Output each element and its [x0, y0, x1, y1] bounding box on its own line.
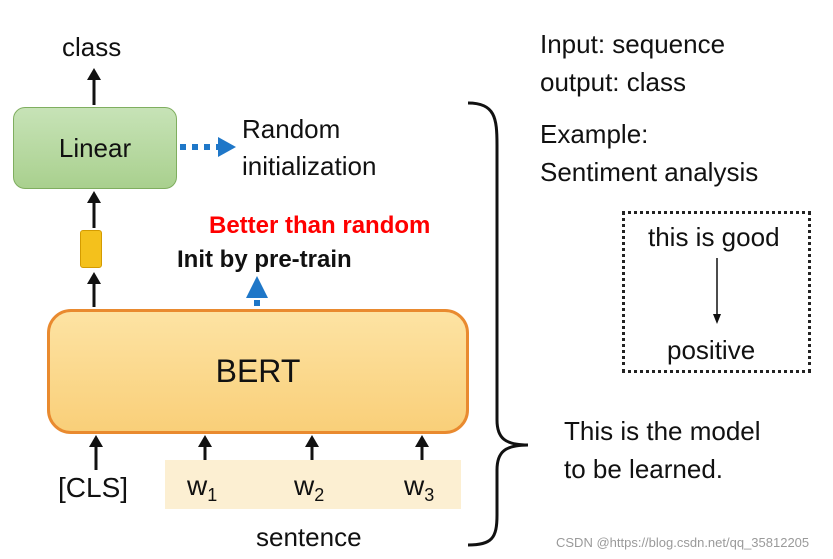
example-task: Sentiment analysis — [540, 157, 759, 187]
sentence-label: sentence — [256, 522, 362, 552]
token-w2-sub: 2 — [314, 485, 325, 505]
input-note: Input: sequence — [540, 29, 726, 59]
arrow-linear-to-class — [87, 68, 101, 105]
dotted-arrow-pretrain — [246, 276, 268, 342]
token-w2-base: w — [294, 470, 315, 501]
sentence-token-band — [165, 460, 461, 509]
watermark-text: CSDN @https://blog.csdn.net/qq_35812205 — [556, 535, 810, 550]
curly-brace — [467, 101, 529, 547]
token-w2: w2 — [294, 470, 325, 505]
token-w3: w3 — [404, 470, 435, 505]
arrow-bert-to-token — [87, 272, 101, 307]
output-note: output: class — [540, 67, 686, 97]
dotted-arrow-random-init — [180, 137, 236, 157]
example-title: Example: — [540, 119, 649, 149]
linear-layer-box: Linear — [13, 107, 177, 189]
class-output-label: class — [62, 32, 122, 62]
bert-model-box: BERT — [47, 309, 469, 434]
example-input-text: this is good — [648, 222, 780, 252]
random-label-line1: Random — [242, 114, 341, 144]
init-by-pretrain-label: Init by pre-train — [177, 246, 352, 273]
token-w1: w1 — [187, 470, 218, 505]
arrow-token-to-linear — [87, 191, 101, 228]
arrow-example — [713, 258, 721, 324]
linear-label: Linear — [58, 132, 132, 163]
token-w1-sub: 1 — [207, 485, 218, 505]
model-note-line2: to be learned. — [564, 454, 724, 484]
token-w1-base: w — [187, 470, 208, 501]
random-label-line2: initialization — [242, 151, 377, 181]
cls-input-label: [CLS] — [58, 472, 129, 503]
example-box — [622, 211, 811, 373]
example-output-text: positive — [667, 335, 756, 365]
cls-embedding-token — [80, 230, 102, 268]
bert-label: BERT — [215, 353, 301, 389]
better-than-random-label: Better than random — [209, 212, 431, 239]
model-note-line1: This is the model — [564, 416, 761, 446]
token-w3-sub: 3 — [424, 485, 435, 505]
arrow-cls-to-bert — [89, 435, 103, 470]
token-w3-base: w — [404, 470, 425, 501]
